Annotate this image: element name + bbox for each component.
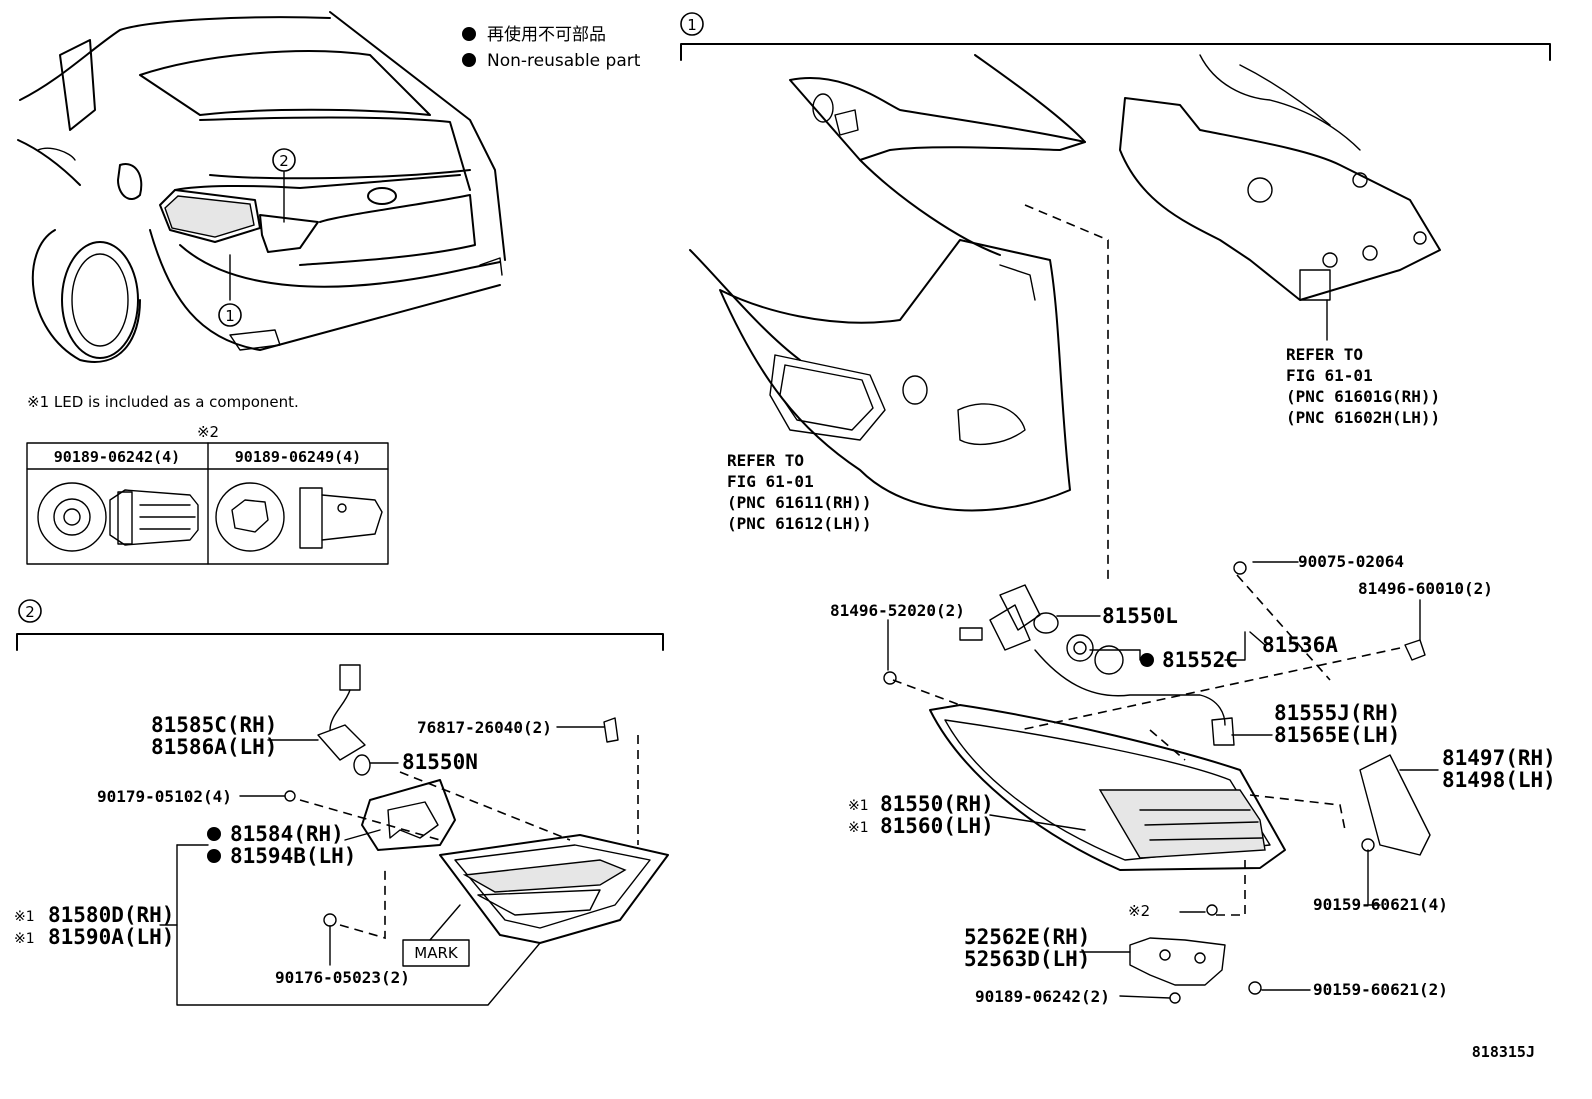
section-2-parts-art [159, 664, 669, 1006]
pn-81594B: 81594B(LH) [230, 844, 356, 868]
legend: 再使用不可部品 Non-reusable part [462, 24, 641, 71]
pn-76817: 76817-26040(2) [417, 718, 552, 737]
pn-52563D: 52563D(LH) [964, 947, 1090, 971]
pn-81584: 81584(RH) [230, 822, 344, 846]
diagram-label: (PNC 61602H(LH)) [1286, 408, 1440, 427]
pn-90075: 90075-02064 [1298, 552, 1404, 571]
diagram-label: ※1 [14, 909, 35, 925]
diagram-label: (PNC 61611(RH)) [727, 493, 872, 512]
note-led: ※1 LED is included as a component. [27, 393, 299, 411]
diagram-label: ※1 [14, 931, 35, 947]
diagram-label: FIG 61-01 [727, 472, 814, 491]
bulb-col2-header: 90189-06249(4) [235, 448, 361, 466]
refer-left: REFER TO FIG 61-01 (PNC 61611(RH)) (PNC … [727, 451, 872, 533]
pn-81555J: 81555J(RH) [1274, 701, 1400, 725]
car-callout-2: 2 [272, 148, 296, 172]
section-1-art [689, 54, 1441, 1004]
pn-81497: 81497(RH) [1442, 746, 1556, 770]
pn-81590A: 81590A(LH) [48, 925, 174, 949]
section-2-frame: 2 [16, 599, 664, 651]
diagram-label: 2 [25, 603, 35, 621]
pn-81586A: 81586A(LH) [151, 735, 277, 759]
pn-81550: 81550(RH) [880, 792, 994, 816]
figure-number: 818315J [1472, 1043, 1535, 1061]
pn-81550N: 81550N [402, 750, 478, 774]
bulb-table: ※2 90189-06242(4) 90189-06249(4) [26, 423, 389, 565]
pn-52562E: 52562E(RH) [964, 925, 1090, 949]
pn-90159-4: 90159-60621(4) [1313, 895, 1448, 914]
diagram-label: (PNC 61601G(RH)) [1286, 387, 1440, 406]
refer-right: REFER TO FIG 61-01 (PNC 61601G(RH)) (PNC… [1286, 345, 1440, 427]
diagram-label: REFER TO [1286, 345, 1363, 364]
diagram-label: ※1 [848, 820, 869, 836]
pn-90179: 90179-05102(4) [97, 787, 232, 806]
diagram-label: (PNC 61612(LH)) [727, 514, 872, 533]
pn-81585C: 81585C(RH) [151, 713, 277, 737]
pn-81536A: 81536A [1262, 633, 1338, 657]
legend-en: Non-reusable part [487, 51, 641, 71]
diagram-label: 1 [687, 16, 697, 34]
diagram-label: ※1 [848, 798, 869, 814]
legend-jp: 再使用不可部品 [487, 24, 606, 45]
pn-90159-2: 90159-60621(2) [1313, 980, 1448, 999]
diagram-label: 2 [279, 152, 289, 170]
diagram-label: REFER TO [727, 451, 804, 470]
pn-81498: 81498(LH) [1442, 768, 1556, 792]
pn-81496-52020: 81496-52020(2) [830, 601, 965, 620]
diagram-label: 1 [225, 307, 235, 325]
diagram-label: ※2 [197, 423, 219, 441]
diagram-label: ※2 [1128, 902, 1150, 920]
car-rear-illustration [17, 11, 506, 363]
car-callout-1: 1 [218, 303, 242, 327]
bulb-col1-header: 90189-06242(4) [54, 448, 180, 466]
pn-90176: 90176-05023(2) [275, 968, 410, 987]
pn-81552C: 81552C [1162, 648, 1238, 672]
pn-81550L: 81550L [1102, 604, 1178, 628]
pn-81580D: 81580D(RH) [48, 903, 174, 927]
mark-label: MARK [414, 944, 459, 962]
section-1-frame: 1 [680, 12, 1551, 61]
pn-81565E: 81565E(LH) [1274, 723, 1400, 747]
pn-81560: 81560(LH) [880, 814, 994, 838]
diagram-label: FIG 61-01 [1286, 366, 1373, 385]
pn-81496-60010: 81496-60010(2) [1358, 579, 1493, 598]
pn-90189-06242-2: 90189-06242(2) [975, 987, 1110, 1006]
